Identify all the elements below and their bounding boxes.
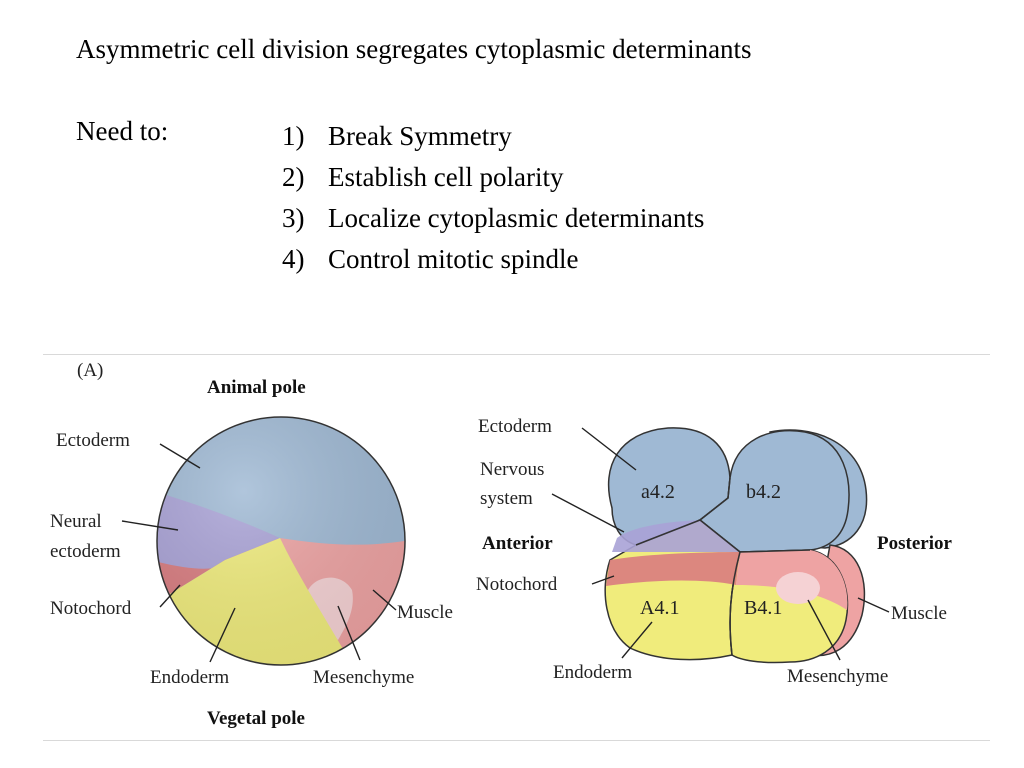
cell-B41-label: B4.1 bbox=[744, 597, 782, 619]
right-notochord-band bbox=[606, 552, 740, 586]
right-mesenchyme bbox=[776, 572, 820, 604]
need-to-label: Need to: bbox=[76, 116, 169, 146]
list-item: 2) Establish cell polarity bbox=[282, 157, 704, 198]
vegetal-pole-label: Vegetal pole bbox=[207, 708, 305, 729]
list-item: 4) Control mitotic spindle bbox=[282, 239, 704, 280]
left-muscle-label: Muscle bbox=[397, 602, 453, 623]
requirements-list: 1) Break Symmetry 2) Establish cell polari… bbox=[282, 116, 704, 280]
cell-b42-label: b4.2 bbox=[746, 481, 781, 503]
left-endoderm-label: Endoderm bbox=[150, 667, 229, 688]
list-item: 1) Break Symmetry bbox=[282, 116, 704, 157]
left-embryo bbox=[157, 417, 405, 665]
left-embryo-outline bbox=[156, 416, 406, 666]
figure-bottom-rule bbox=[43, 740, 990, 741]
left-mesenchyme-label: Mesenchyme bbox=[313, 667, 414, 688]
item-text: Break Symmetry bbox=[328, 121, 512, 151]
list-item: 3) Localize cytoplasmic determinants bbox=[282, 198, 704, 239]
left-notochord-label: Notochord bbox=[50, 598, 132, 619]
figure-top-rule bbox=[43, 354, 990, 355]
cell-b42 bbox=[698, 429, 850, 553]
right-mesenchyme-label: Mesenchyme bbox=[787, 666, 888, 687]
right-notochord-label: Notochord bbox=[476, 574, 558, 595]
slide-title: Asymmetric cell division segregates cyto… bbox=[76, 34, 752, 64]
item-text: Localize cytoplasmic determinants bbox=[328, 203, 705, 233]
item-number: 4) bbox=[282, 244, 305, 274]
panel-label: (A) bbox=[77, 360, 103, 381]
nervous-label-line2: system bbox=[480, 488, 533, 509]
right-ectoderm-label: Ectoderm bbox=[478, 416, 552, 437]
animal-pole-label: Animal pole bbox=[207, 377, 306, 398]
right-muscle-label: Muscle bbox=[891, 603, 947, 624]
item-number: 3) bbox=[282, 203, 305, 233]
cell-a42-label: a4.2 bbox=[641, 481, 675, 503]
item-number: 1) bbox=[282, 121, 305, 151]
nervous-label-line1: Nervous bbox=[480, 459, 544, 480]
right-endoderm-label: Endoderm bbox=[553, 662, 632, 683]
left-ectoderm-label: Ectoderm bbox=[56, 430, 130, 451]
nervous-system-band bbox=[612, 520, 740, 552]
item-number: 2) bbox=[282, 162, 305, 192]
neural-label-line2: ectoderm bbox=[50, 541, 121, 562]
cell-A41-label: A4.1 bbox=[640, 597, 679, 619]
item-text: Control mitotic spindle bbox=[328, 244, 579, 274]
anterior-label: Anterior bbox=[482, 533, 553, 554]
posterior-label: Posterior bbox=[877, 533, 952, 554]
neural-label-line1: Neural bbox=[50, 511, 102, 532]
item-text: Establish cell polarity bbox=[328, 162, 564, 192]
